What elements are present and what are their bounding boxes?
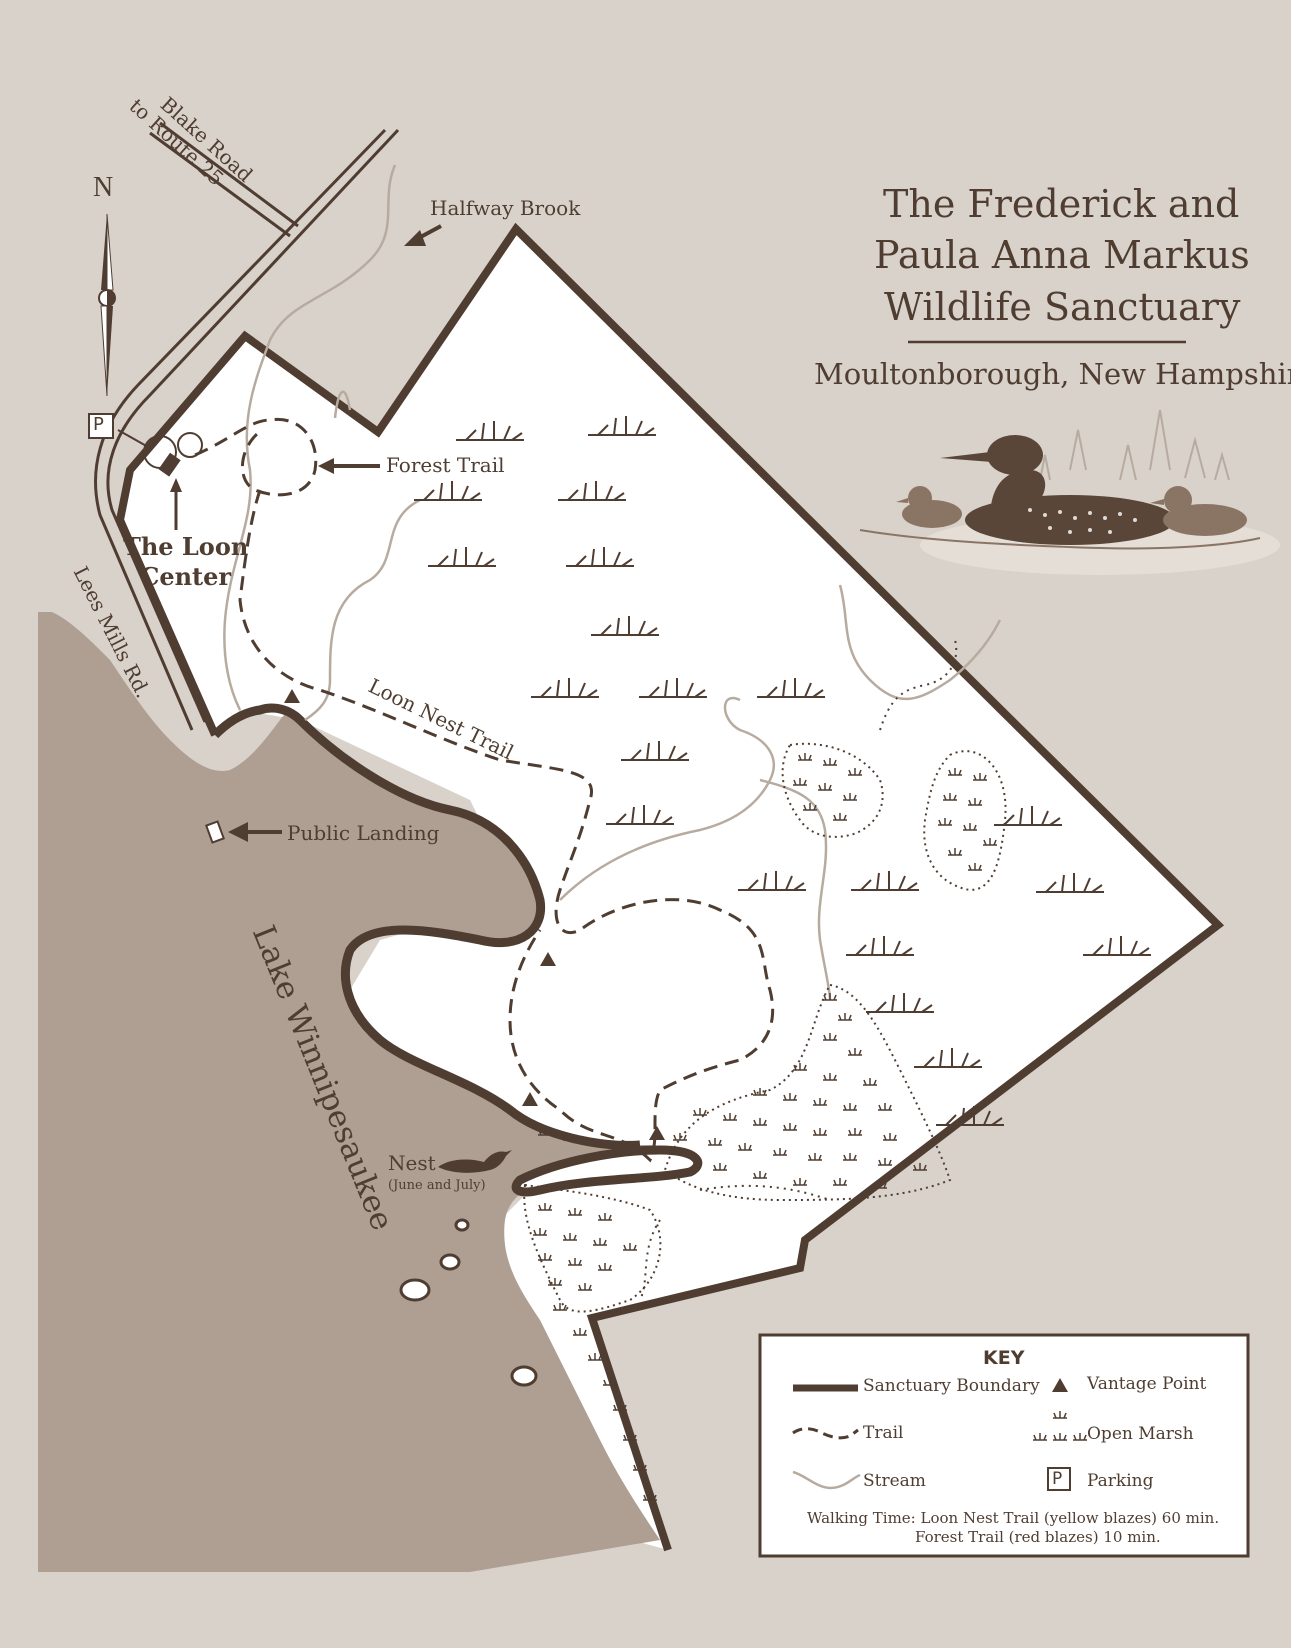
streams [223,164,1002,1001]
key-stream-label: Stream [863,1471,926,1491]
halfway-brook-label: Halfway Brook [430,196,581,220]
location-subtitle: Moultonborough, New Hampshire [814,357,1291,391]
map-key [758,1333,1250,1558]
north-arrow [98,213,116,397]
public-landing-marker [205,820,225,844]
nest-dates-label: (June and July) [388,1178,486,1193]
shoreline [211,703,641,1150]
public-landing-label: Public Landing [287,821,440,845]
key-vantage-label: Vantage Point [1087,1374,1207,1394]
sanctuary-boundary [115,222,1225,1552]
key-boundary-label: Sanctuary Boundary [863,1376,1040,1396]
loon-family-illustration [859,409,1280,575]
walking-time-line-2: Forest Trail (red blazes) 10 min. [915,1528,1161,1546]
roads [94,121,400,731]
dotted-paths [639,639,958,1301]
sanctuary-land [120,229,1218,1550]
open-marsh-areas [523,742,1007,1501]
title-line-2: Paula Anna Markus [874,233,1250,277]
forest-trail-label: Forest Trail [386,453,505,477]
key-parking-symbol: P [1052,1469,1063,1489]
loon-nest-trail [238,489,775,1163]
nest-loon-icon [438,1150,512,1173]
nest-point [511,1145,703,1197]
key-title: KEY [983,1347,1025,1369]
key-trail-label: Trail [863,1423,904,1443]
label-arrows [228,224,442,842]
walking-time-line-1: Walking Time: Loon Nest Trail (yellow bl… [807,1509,1220,1527]
forest-trail [194,417,318,497]
trails [194,417,775,1163]
key-parking-label: Parking [1087,1471,1154,1491]
title-line-1: The Frederick and [883,182,1240,226]
parking-sign-map [88,413,114,439]
parking-symbol-map: P [93,414,104,435]
key-marsh-label: Open Marsh [1087,1424,1194,1444]
loon-center-label: The Loon Center [123,532,249,591]
north-label: N [93,172,114,203]
title-line-3: Wildlife Sanctuary [884,285,1241,329]
lake-winnipesaukee [38,612,693,1572]
nest-label: Nest [388,1151,436,1175]
